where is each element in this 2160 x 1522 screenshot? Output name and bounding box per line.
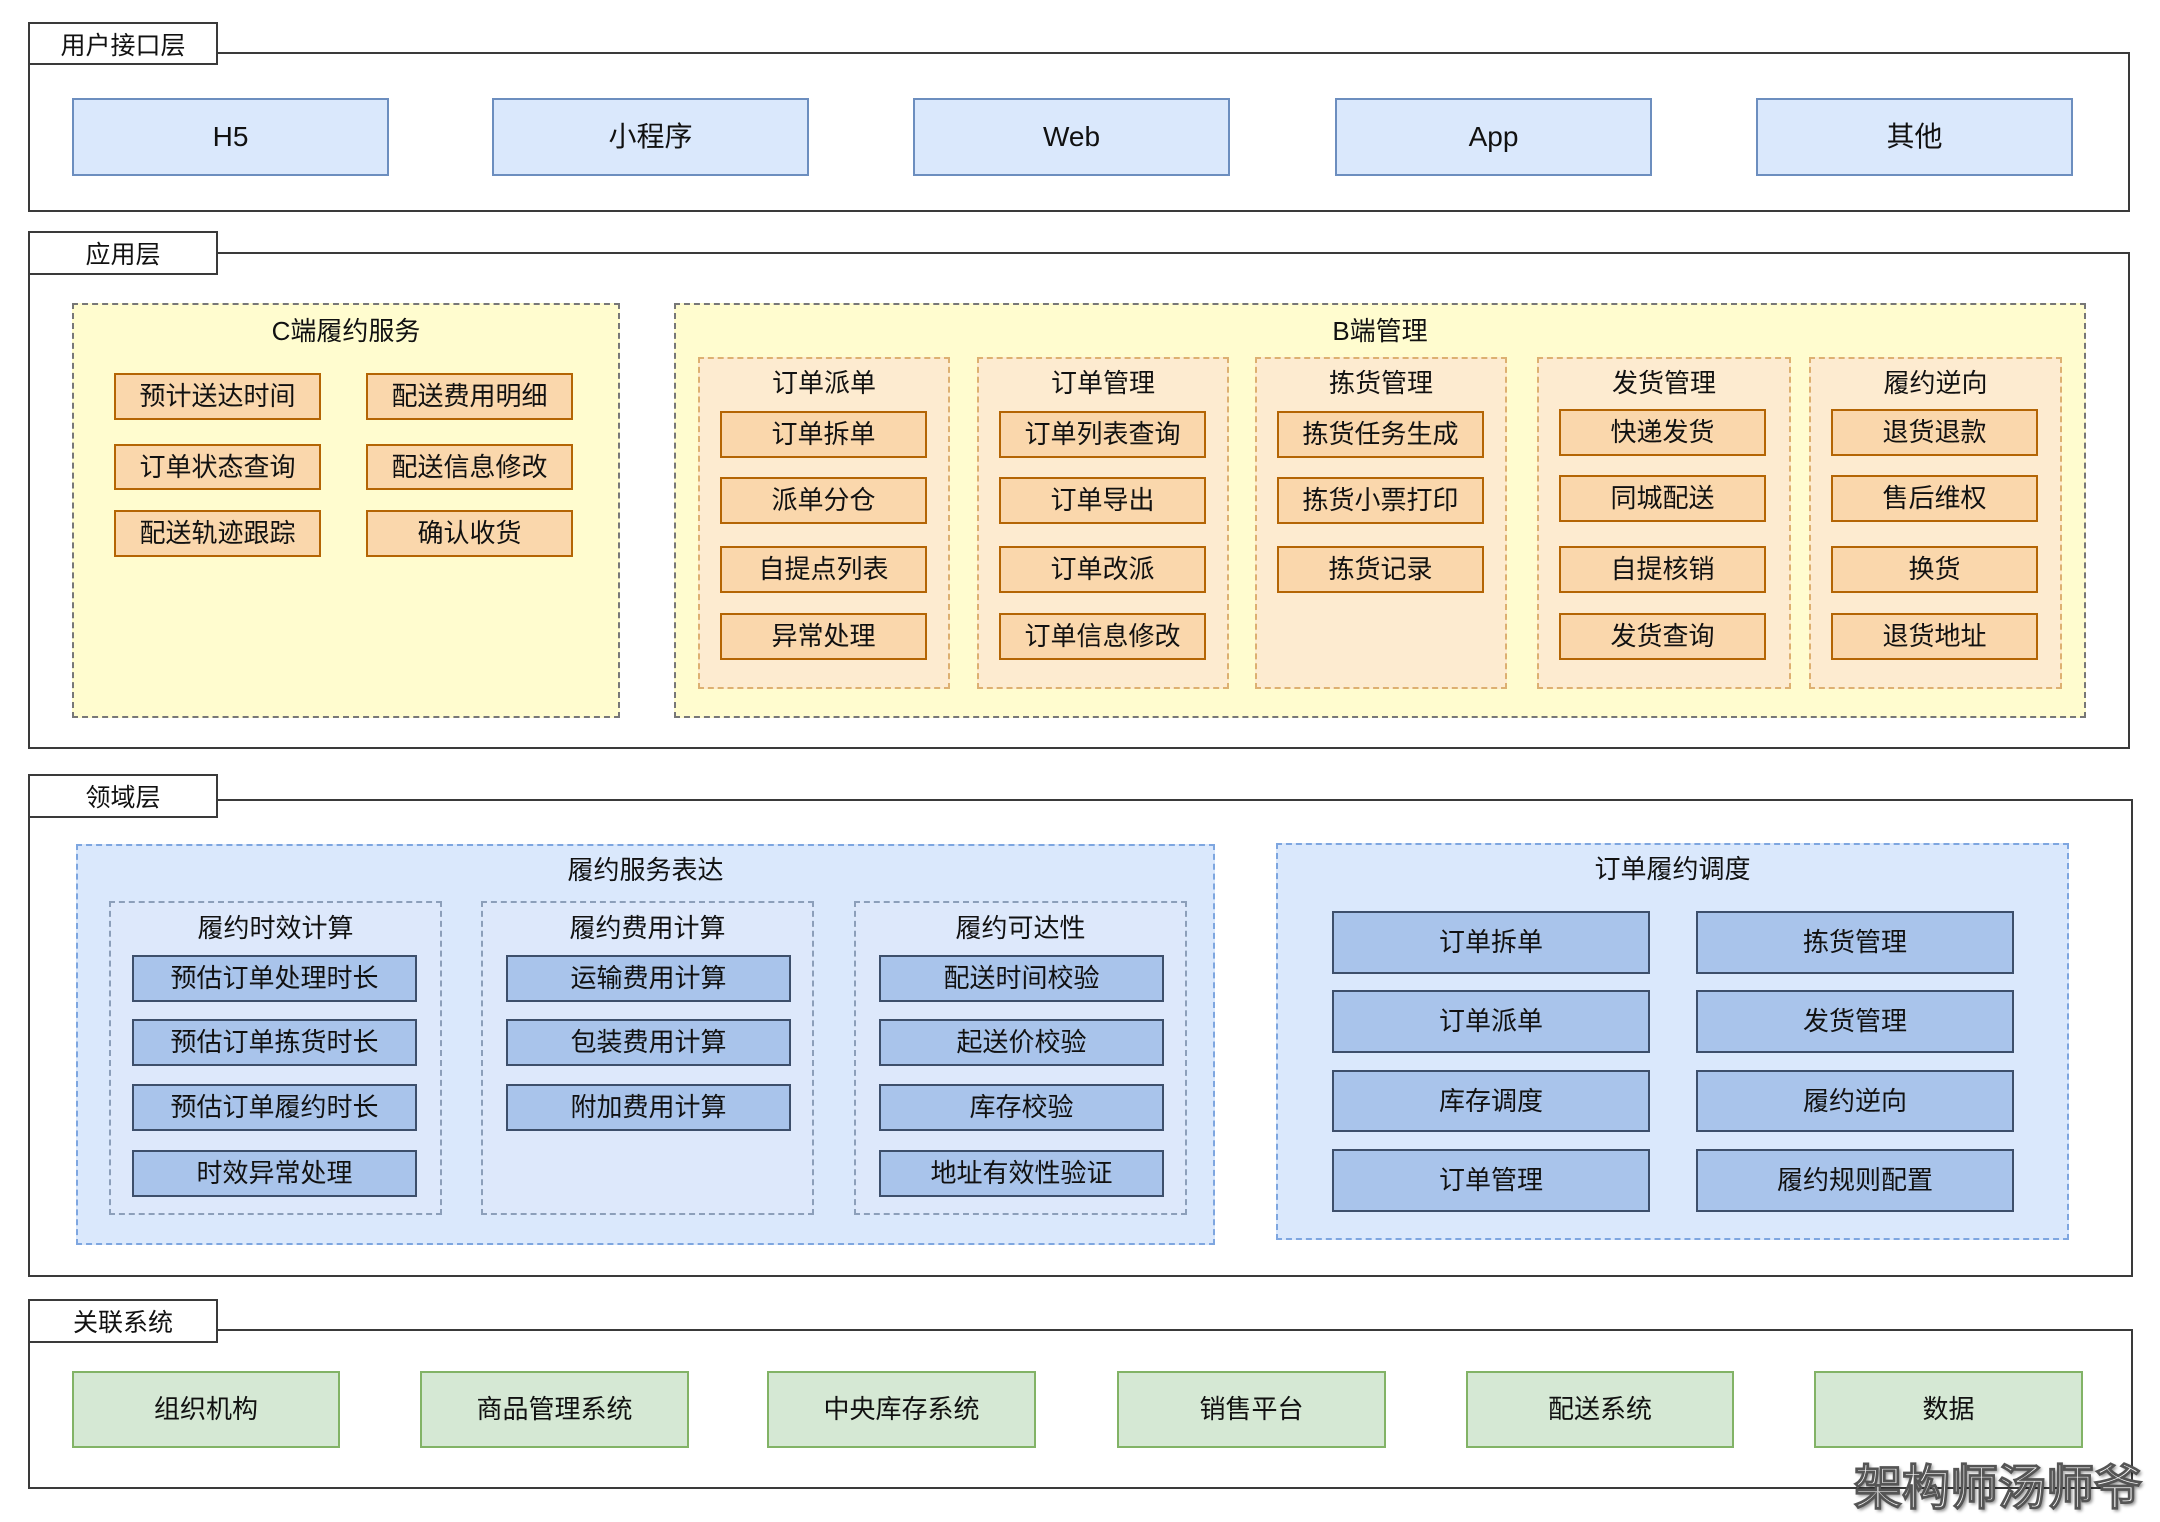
schedule-node-reverse-fulfillment: 履约逆向 (1696, 1070, 2014, 1132)
interface-node-web: Web (913, 98, 1230, 176)
b-node-order-list-query: 订单列表查询 (999, 411, 1206, 458)
schedule-node-order-split: 订单拆单 (1332, 911, 1650, 974)
interface-node-other: 其他 (1756, 98, 2073, 176)
domain-group-title-timeliness-calc: 履约时效计算 (197, 912, 354, 943)
b-node-after-sales-claim: 售后维权 (1831, 475, 2038, 522)
interface-node-h5: H5 (72, 98, 389, 176)
layer-related-systems (28, 1329, 2133, 1489)
domain-node-est-picking-time: 预估订单拣货时长 (132, 1019, 417, 1066)
b-node-order-reassign: 订单改派 (999, 546, 1206, 593)
b-node-order-info-edit: 订单信息修改 (999, 613, 1206, 660)
layer-label-related-systems: 关联系统 (28, 1299, 218, 1343)
b-node-order-split: 订单拆单 (720, 411, 927, 458)
b-management-title: B端管理 (1332, 315, 1428, 346)
layer-label-domain: 领域层 (28, 774, 218, 818)
c-node-order-status-query: 订单状态查询 (114, 444, 321, 490)
b-node-return-refund: 退货退款 (1831, 409, 2038, 456)
layer-user-interface (28, 52, 2130, 212)
interface-node-app: App (1335, 98, 1652, 176)
domain-node-extra-cost: 附加费用计算 (506, 1084, 791, 1131)
interface-node-mini-program: 小程序 (492, 98, 809, 176)
domain-node-timeliness-exception: 时效异常处理 (132, 1150, 417, 1197)
schedule-node-fulfillment-rule-config: 履约规则配置 (1696, 1149, 2014, 1212)
b-node-picking-slip-print: 拣货小票打印 (1277, 477, 1484, 524)
domain-group-title-cost-calc: 履约费用计算 (569, 912, 726, 943)
domain-group-title-reachability: 履约可达性 (955, 912, 1086, 943)
c-node-delivery-tracking: 配送轨迹跟踪 (114, 510, 321, 557)
system-node-sales-platform: 销售平台 (1117, 1371, 1386, 1448)
domain-node-address-validation: 地址有效性验证 (879, 1150, 1164, 1197)
domain-fulfillment-expression-title: 履约服务表达 (567, 854, 724, 885)
domain-node-est-fulfillment-time: 预估订单履约时长 (132, 1084, 417, 1131)
system-node-delivery-system: 配送系统 (1466, 1371, 1734, 1448)
domain-node-transport-cost: 运输费用计算 (506, 955, 791, 1002)
c-fulfillment-service-title: C端履约服务 (271, 315, 421, 346)
schedule-node-shipping-management: 发货管理 (1696, 990, 2014, 1053)
schedule-node-picking-management: 拣货管理 (1696, 911, 2014, 974)
b-node-picking-task-generation: 拣货任务生成 (1277, 411, 1484, 458)
domain-node-delivery-time-check: 配送时间校验 (879, 955, 1164, 1002)
b-group-title-reverse-fulfillment: 履约逆向 (1883, 367, 1988, 398)
layer-label-application: 应用层 (28, 231, 218, 275)
b-group-title-picking-management: 拣货管理 (1328, 367, 1433, 398)
layer-label-user-interface: 用户接口层 (28, 22, 218, 65)
b-node-return-address: 退货地址 (1831, 613, 2038, 660)
domain-node-est-processing-time: 预估订单处理时长 (132, 955, 417, 1002)
domain-node-min-order-check: 起送价校验 (879, 1019, 1164, 1066)
b-node-exception-handling: 异常处理 (720, 613, 927, 660)
schedule-node-inventory-scheduling: 库存调度 (1332, 1070, 1650, 1132)
b-group-title-order-dispatch: 订单派单 (771, 367, 876, 398)
layer-domain (28, 799, 2133, 1277)
b-node-express-shipping: 快递发货 (1559, 409, 1766, 456)
system-node-product-management: 商品管理系统 (420, 1371, 689, 1448)
watermark: 架构师汤师爷 (1853, 1461, 2142, 1515)
b-node-pickup-verification: 自提核销 (1559, 546, 1766, 593)
b-node-pickup-point-list: 自提点列表 (720, 546, 927, 593)
system-node-central-inventory: 中央库存系统 (767, 1371, 1036, 1448)
c-node-delivery-fee-details: 配送费用明细 (366, 373, 573, 420)
system-node-organization: 组织机构 (72, 1371, 340, 1448)
c-node-confirm-receipt: 确认收货 (366, 510, 573, 557)
layer-application (28, 252, 2130, 749)
b-node-warehouse-allocation: 派单分仓 (720, 477, 927, 524)
c-node-estimated-delivery-time: 预计送达时间 (114, 373, 321, 420)
schedule-node-order-dispatch: 订单派单 (1332, 990, 1650, 1053)
c-node-delivery-info-edit: 配送信息修改 (366, 444, 573, 490)
b-node-exchange: 换货 (1831, 546, 2038, 593)
schedule-node-order-management: 订单管理 (1332, 1149, 1650, 1212)
domain-node-packaging-cost: 包装费用计算 (506, 1019, 791, 1066)
system-node-data: 数据 (1814, 1371, 2083, 1448)
b-group-title-shipping-management: 发货管理 (1611, 367, 1716, 398)
domain-node-inventory-check: 库存校验 (879, 1084, 1164, 1131)
b-group-title-order-management: 订单管理 (1050, 367, 1155, 398)
b-node-same-city-delivery: 同城配送 (1559, 475, 1766, 522)
b-node-picking-records: 拣货记录 (1277, 546, 1484, 593)
b-node-order-export: 订单导出 (999, 477, 1206, 524)
domain-order-scheduling-title: 订单履约调度 (1594, 853, 1751, 884)
b-node-shipping-query: 发货查询 (1559, 613, 1766, 660)
